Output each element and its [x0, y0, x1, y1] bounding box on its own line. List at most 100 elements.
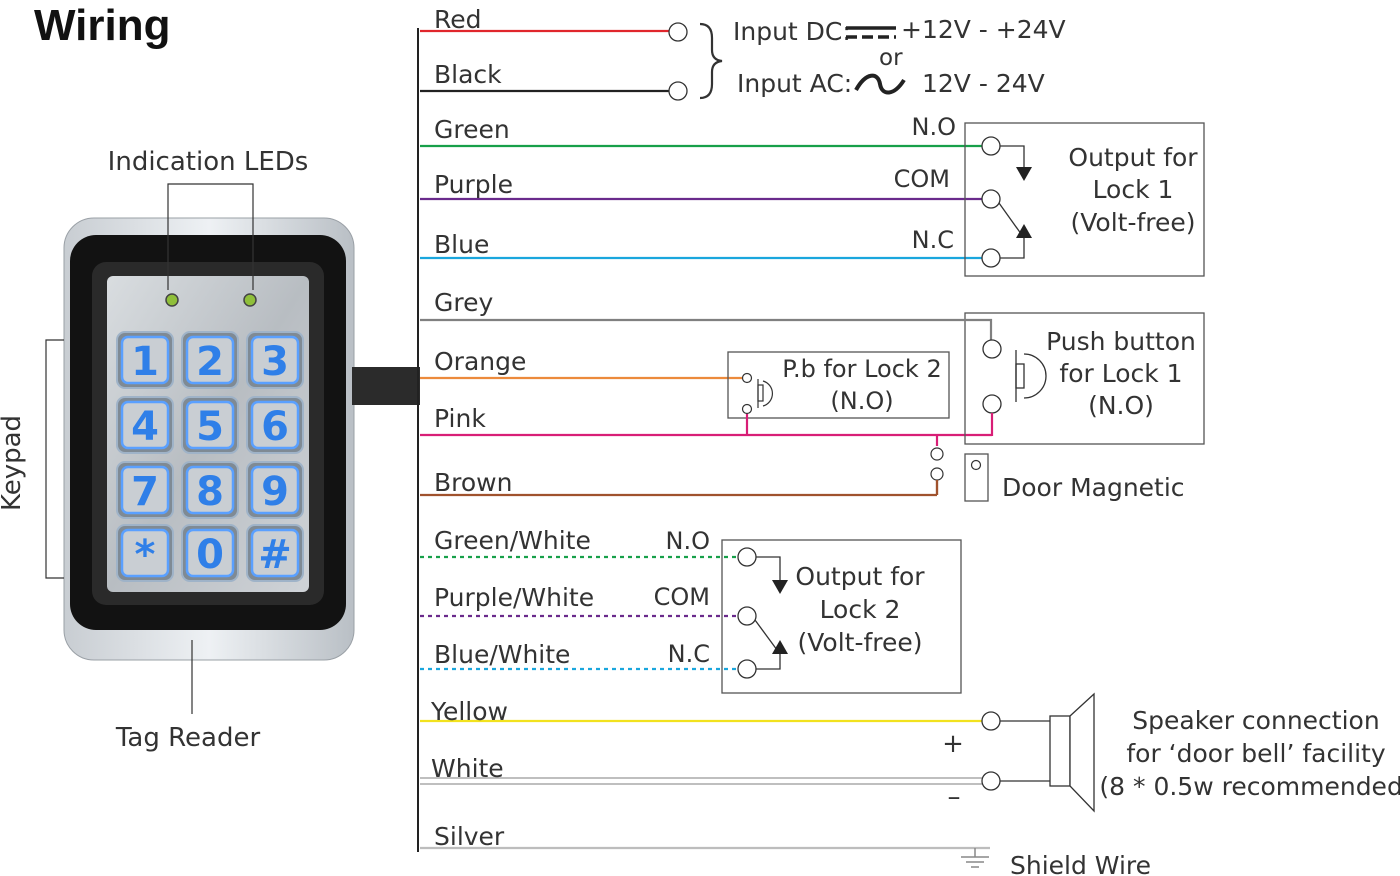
led-left: [165, 293, 179, 307]
wire-label-3: Purple: [434, 170, 513, 199]
key-label-2: 3: [261, 339, 289, 385]
lock2-no-label: N.O: [666, 527, 710, 555]
door-magnetic-label: Door Magnetic: [1002, 473, 1185, 502]
pb-lock1-box: [964, 312, 1205, 445]
wire-label-12: Yellow: [430, 697, 508, 726]
key-label-6: 7: [131, 469, 159, 515]
key-face-0: [120, 335, 170, 385]
speaker-line-3: (8 * 0.5w recommended): [1099, 772, 1400, 801]
or-label: or: [879, 45, 903, 71]
key-label-11: #: [258, 532, 292, 578]
speaker-line-2: for ‘door bell’ facility: [1126, 739, 1385, 768]
lock1-output-line-1: Output for: [1068, 143, 1198, 172]
shield-ground: Shield Wire: [961, 848, 1151, 876]
wire-label-0: Red: [434, 5, 482, 34]
speaker: + – Speaker connection for ‘door bell’ f…: [942, 692, 1400, 813]
key-face-1: [185, 335, 235, 385]
keypad-label: Keypad: [0, 415, 27, 511]
speaker-minus: –: [948, 782, 961, 812]
wire-label-2: Green: [434, 115, 510, 144]
key-face-8: [250, 465, 300, 515]
key-label-3: 4: [131, 404, 159, 450]
input-ac-value: 12V - 24V: [922, 69, 1045, 98]
wire-label-1: Black: [434, 60, 502, 89]
key-label-5: 6: [261, 404, 289, 450]
key-label-9: *: [135, 532, 156, 578]
speaker-cone: [1069, 692, 1095, 813]
key-face-5: [250, 400, 300, 450]
key-face-6: [120, 465, 170, 515]
key-face-3: [120, 400, 170, 450]
wire-label-6: Orange: [434, 347, 526, 376]
wire-label-5: Grey: [434, 288, 493, 317]
black-terminal: [668, 81, 688, 101]
keypad-bracket: [45, 339, 64, 579]
pb-lock1-line-3: (N.O): [1088, 391, 1154, 420]
lock1-output: N.O COM N.C Output for Lock 1 (Volt-free…: [894, 113, 1205, 277]
wire-label-11: Blue/White: [434, 640, 570, 669]
speaker-line-1: Speaker connection: [1132, 706, 1379, 735]
key-label-7: 8: [196, 469, 224, 515]
push-button-lock1: Push button for Lock 1 (N.O): [420, 312, 1205, 445]
pb-lock2-line-1: P.b for Lock 2: [782, 355, 941, 383]
lock2-output-line-1: Output for: [795, 562, 925, 591]
pb-lock1-line-2: for Lock 1: [1059, 359, 1182, 388]
power-input: Input DC: +12V - +24V or Input AC: 12V -…: [668, 15, 1066, 101]
led-leader: [167, 183, 254, 290]
lock1-output-box: [964, 122, 1205, 277]
pb-lock2-line-2: (N.O): [830, 387, 893, 415]
wire-label-7: Pink: [434, 404, 486, 433]
pb-lock2-box: [727, 351, 950, 419]
indication-leds-label: Indication LEDs: [108, 147, 309, 177]
lock1-output-line-2: Lock 1: [1093, 175, 1174, 204]
key-label-1: 2: [196, 339, 224, 385]
push-button-lock2: P.b for Lock 2 (N.O): [727, 351, 950, 436]
lock2-output-line-2: Lock 2: [820, 595, 901, 624]
key-label-10: 0: [196, 532, 224, 578]
lock2-com-label: COM: [654, 583, 710, 611]
wire-label-9: Green/White: [434, 526, 591, 555]
led-right: [243, 293, 257, 307]
wire-label-8: Brown: [434, 468, 512, 497]
key-label-0: 1: [131, 339, 159, 385]
door-magnetic: Door Magnetic: [930, 436, 1185, 502]
speaker-plus: +: [942, 729, 964, 759]
lock2-output-box: [721, 539, 962, 694]
input-ac-label: Input AC:: [737, 69, 852, 98]
lock1-nc-label: N.C: [912, 226, 954, 254]
shield-wire-label: Shield Wire: [1010, 851, 1151, 876]
wire-label-13: White: [431, 754, 504, 783]
ac-symbol: [854, 73, 906, 95]
diagram-title: Wiring: [34, 1, 170, 50]
pb-lock1-line-1: Push button: [1046, 327, 1196, 356]
lock1-no-label: N.O: [912, 113, 956, 141]
key-face-10: [185, 528, 235, 578]
key-face-2: [250, 335, 300, 385]
wire-label-14: Silver: [434, 822, 505, 851]
power-brace: [699, 22, 723, 100]
key-face-7: [185, 465, 235, 515]
key-face-9: [120, 528, 170, 578]
key-label-8: 9: [261, 469, 289, 515]
lock2-output-line-3: (Volt-free): [797, 628, 922, 657]
key-label-4: 5: [196, 404, 224, 450]
key-face-4: [185, 400, 235, 450]
tag-reader-label: Tag Reader: [115, 723, 261, 753]
lock1-com-label: COM: [894, 165, 950, 193]
lock1-output-line-3: (Volt-free): [1070, 208, 1195, 237]
input-dc-value: +12V - +24V: [901, 15, 1066, 44]
key-face-11: [250, 528, 300, 578]
wire-label-10: Purple/White: [434, 583, 594, 612]
speaker-magnet: [1049, 715, 1071, 787]
cable: [352, 367, 420, 405]
red-terminal: [668, 22, 688, 42]
wires: RedBlackGreenPurpleBlueGreyOrangePinkBro…: [420, 5, 992, 851]
lock2-output: N.O COM N.C Output for Lock 2 (Volt-free…: [654, 527, 962, 694]
input-dc-label: Input DC:: [733, 17, 851, 46]
wire-label-4: Blue: [434, 230, 489, 259]
lock2-nc-label: N.C: [668, 640, 710, 668]
